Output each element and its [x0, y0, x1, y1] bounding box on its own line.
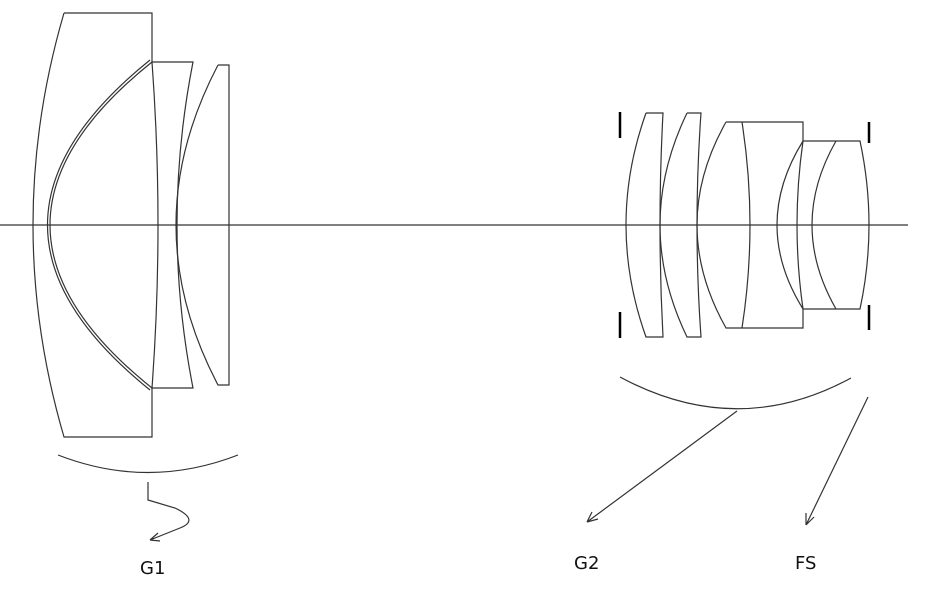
g2-label: G2	[574, 553, 599, 574]
g2-doublet-d	[776, 140, 870, 310]
fs-label: FS	[795, 553, 816, 574]
g1-lens-1	[32, 12, 153, 438]
lens-group-g1: G1	[32, 12, 239, 579]
g1-bracket	[57, 454, 239, 474]
g1-leader-arrow	[147, 482, 190, 542]
lens-group-g2: G2 FS	[574, 112, 871, 574]
g1-lens-2	[151, 61, 194, 389]
g1-label: G1	[140, 558, 165, 579]
g2-leader-arrow	[586, 410, 738, 523]
g2-bracket	[619, 376, 852, 410]
g1-cemented-surface	[46, 59, 153, 391]
g2-lens-a	[625, 112, 664, 338]
g2-doublet-c	[696, 121, 804, 329]
fs-leader-arrow	[805, 396, 869, 526]
g1-lens-3	[175, 64, 230, 386]
g2-lens-b	[659, 112, 702, 338]
